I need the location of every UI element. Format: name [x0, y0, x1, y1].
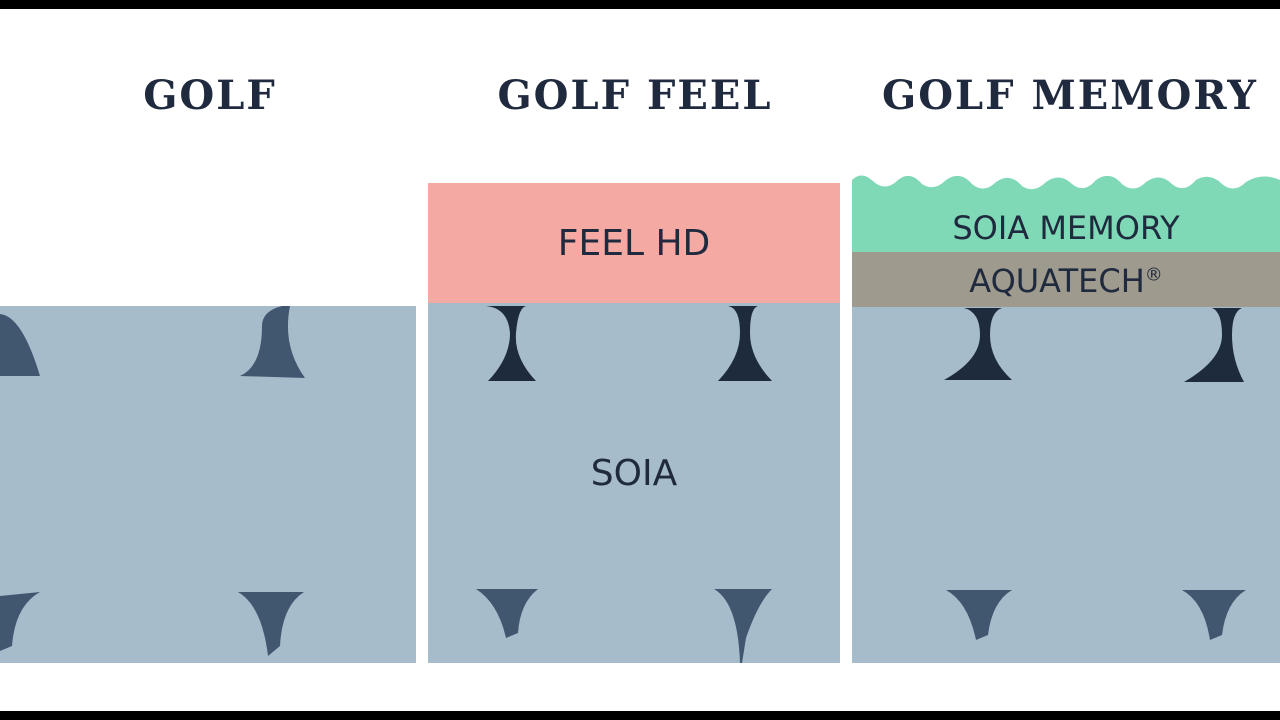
aquatech-layer — [852, 252, 1280, 307]
aquatech-label: AQUATECH® — [852, 262, 1280, 300]
title-golf-feel: GOLF FEEL — [497, 72, 773, 119]
feel-hd-layer — [428, 183, 840, 303]
aquatech-text: AQUATECH — [969, 262, 1145, 300]
mattress-golf-feel-section: FEEL HD SOIA — [428, 183, 840, 663]
title-golf: GOLF — [143, 72, 277, 119]
soia-foam-block — [0, 306, 416, 663]
golf-feel-layers — [428, 183, 840, 663]
mattress-golf-memory-section: SOIA MEMORY AQUATECH® — [852, 170, 1280, 663]
golf-memory-layers — [852, 175, 1280, 663]
mattress-golf-section — [0, 306, 416, 663]
soia-label: SOIA — [590, 453, 678, 494]
letterbox-top — [0, 0, 1280, 9]
soia-memory-layer — [852, 175, 1280, 252]
title-golf-memory: GOLF MEMORY — [882, 72, 1258, 119]
letterbox-bottom — [0, 711, 1280, 720]
soia-memory-label: SOIA MEMORY — [952, 209, 1180, 247]
registered-mark: ® — [1144, 264, 1163, 286]
feel-hd-label: FEEL HD — [557, 223, 711, 264]
